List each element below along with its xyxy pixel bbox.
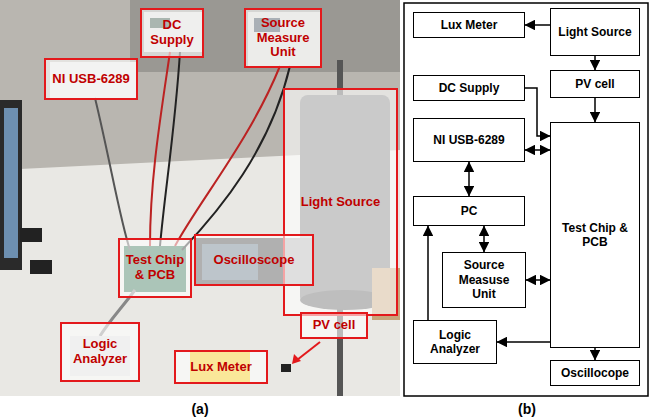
box-label: Oscilloscope bbox=[214, 253, 295, 268]
photo-label-box: Oscilloscope bbox=[194, 234, 314, 286]
box-label: Source Measuse Unit bbox=[446, 258, 522, 301]
ferrite bbox=[20, 228, 42, 242]
block-box: Oscillocope bbox=[550, 360, 640, 386]
photo-label-box: Test Chip & PCB bbox=[118, 238, 192, 298]
instrument-rack bbox=[130, 0, 400, 72]
box-label: PV cell bbox=[313, 318, 356, 333]
block-box: Lux Meter bbox=[413, 12, 525, 38]
photo-label-box: NI USB-6289 bbox=[44, 58, 138, 100]
box-label: NI USB-6289 bbox=[52, 72, 129, 87]
block-box: DC Supply bbox=[413, 75, 525, 101]
cable bbox=[160, 52, 180, 246]
block-box: Logic Analyzer bbox=[413, 320, 497, 364]
connector-arrow bbox=[525, 88, 550, 136]
connector-arrow bbox=[525, 149, 550, 151]
connector-arrow bbox=[594, 348, 596, 360]
photo-label-box: DC Supply bbox=[140, 8, 204, 58]
panel-label: (a) bbox=[170, 401, 230, 417]
box-label: Lux Meter bbox=[190, 360, 251, 375]
box-label: Logic Analyzer bbox=[417, 328, 493, 357]
block-box: Source Measuse Unit bbox=[442, 252, 526, 308]
connector-arrow bbox=[468, 162, 470, 196]
block-box: NI USB-6289 bbox=[413, 118, 525, 162]
panel-label: (b) bbox=[497, 401, 557, 417]
box-label: Light Source bbox=[558, 25, 631, 39]
monitor bbox=[0, 100, 22, 270]
leader-arrowhead bbox=[292, 354, 301, 364]
cable bbox=[150, 52, 170, 246]
panel-frame bbox=[404, 3, 648, 396]
cable bbox=[175, 66, 280, 246]
leader-line bbox=[297, 342, 320, 360]
connector-arrow bbox=[594, 98, 596, 122]
photo-label-box: Lux Meter bbox=[174, 350, 268, 384]
monitor-screen bbox=[4, 108, 18, 258]
connector-arrow bbox=[526, 279, 550, 281]
ferrite bbox=[30, 260, 52, 274]
photo-label-box: Logic Analyzer bbox=[60, 322, 140, 382]
photo-label-box: Source Measure Unit bbox=[244, 8, 322, 68]
connector-arrow bbox=[594, 56, 596, 70]
box-label: Logic Analyzer bbox=[65, 337, 135, 367]
box-label: Test Chip & PCB bbox=[554, 221, 636, 250]
cable bbox=[182, 66, 290, 250]
box-label: Test Chip & PCB bbox=[123, 253, 187, 283]
cable bbox=[95, 98, 130, 250]
pv-cell-object bbox=[281, 364, 291, 372]
block-box: PC bbox=[413, 196, 525, 226]
block-box: Light Source bbox=[550, 8, 640, 56]
box-label: PV cell bbox=[575, 77, 614, 91]
box-label: Source Measure Unit bbox=[249, 16, 317, 61]
connector-arrow bbox=[483, 226, 485, 252]
box-label: PC bbox=[461, 204, 478, 218]
block-box: PV cell bbox=[550, 70, 640, 98]
box-label: NI USB-6289 bbox=[433, 133, 504, 147]
photo-label-box: PV cell bbox=[300, 312, 368, 339]
box-label: DC Supply bbox=[145, 18, 199, 48]
box-label: DC Supply bbox=[439, 81, 500, 95]
box-label: Lux Meter bbox=[441, 18, 498, 32]
connector-arrow bbox=[525, 24, 550, 26]
box-label: Oscillocope bbox=[561, 366, 629, 380]
connector-arrow bbox=[497, 341, 550, 343]
connector-arrow bbox=[427, 226, 429, 320]
box-label: Light Source bbox=[301, 195, 380, 210]
block-box: Test Chip & PCB bbox=[550, 122, 640, 348]
